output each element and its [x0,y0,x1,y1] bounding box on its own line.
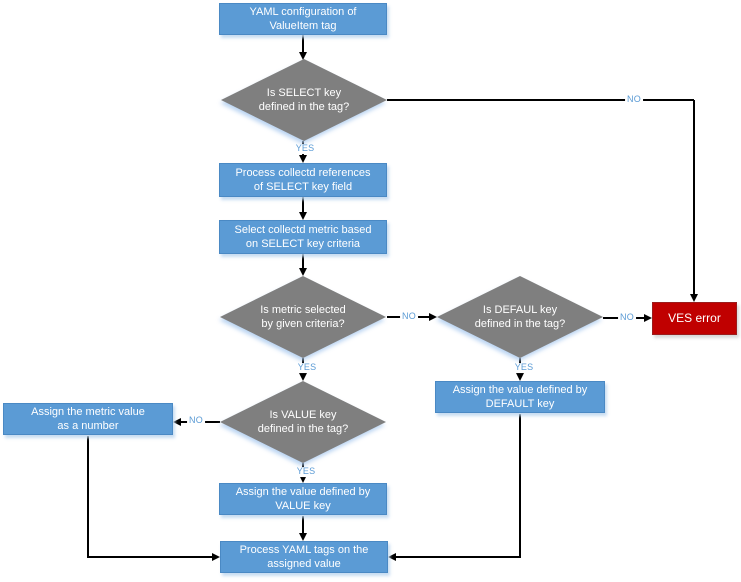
arrowhead [689,294,698,302]
arrowhead [298,212,307,220]
connector-line [302,254,304,268]
decision-value-key: Is VALUE key defined in the tag? [220,381,386,463]
connector-line [387,99,694,101]
branch-label-no: NO [618,312,636,323]
arrowhead [515,373,524,381]
branch-label-yes: YES [295,362,319,373]
process-yaml-tags: Process YAML tags on the assigned value [220,541,388,573]
connector-line [302,516,304,533]
decision-default-key-text: Is DEFAUL key defined in the tag? [437,276,603,358]
decision-value-key-text: Is VALUE key defined in the tag? [220,381,386,463]
branch-label-yes: YES [294,466,318,477]
connector-line [87,556,213,558]
arrowhead [298,533,307,541]
decision-select-key-text: Is SELECT key defined in the tag? [221,59,387,141]
arrowhead [298,155,307,163]
connector-line [302,197,304,212]
process-assign-metric-number: Assign the metric value as a number [3,403,173,435]
connector-line [693,100,695,294]
process-assign-value-key: Assign the value defined by VALUE key [219,483,387,515]
arrowhead [298,373,307,381]
arrowhead [388,552,396,561]
connector-line [519,414,521,557]
decision-select-key: Is SELECT key defined in the tag? [221,59,387,141]
arrowhead [298,52,307,60]
arrowhead [298,475,307,483]
connector-line [395,556,521,558]
connector-line [87,436,89,557]
arrowhead [173,417,181,426]
process-select-metric: Select collectd metric based on SELECT k… [219,220,387,254]
decision-default-key: Is DEFAUL key defined in the tag? [437,276,603,358]
process-collectd-references: Process collectd references of SELECT ke… [219,163,387,197]
arrowhead [212,552,220,561]
node-ves-error: VES error [652,302,737,335]
branch-label-no: NO [400,311,418,322]
branch-label-yes: YES [293,143,317,154]
branch-label-no: NO [187,415,205,426]
branch-label-yes: YES [512,362,536,373]
decision-metric-selected: Is metric selected by given criteria? [220,276,386,358]
arrowhead [644,313,652,322]
process-assign-default-key: Assign the value defined by DEFAULT key [435,381,605,413]
connector-line [302,35,304,52]
branch-label-no: NO [625,94,643,105]
arrowhead [298,268,307,276]
arrowhead [429,312,437,321]
decision-metric-selected-text: Is metric selected by given criteria? [220,276,386,358]
node-start: YAML configuration of ValueItem tag [219,3,387,35]
